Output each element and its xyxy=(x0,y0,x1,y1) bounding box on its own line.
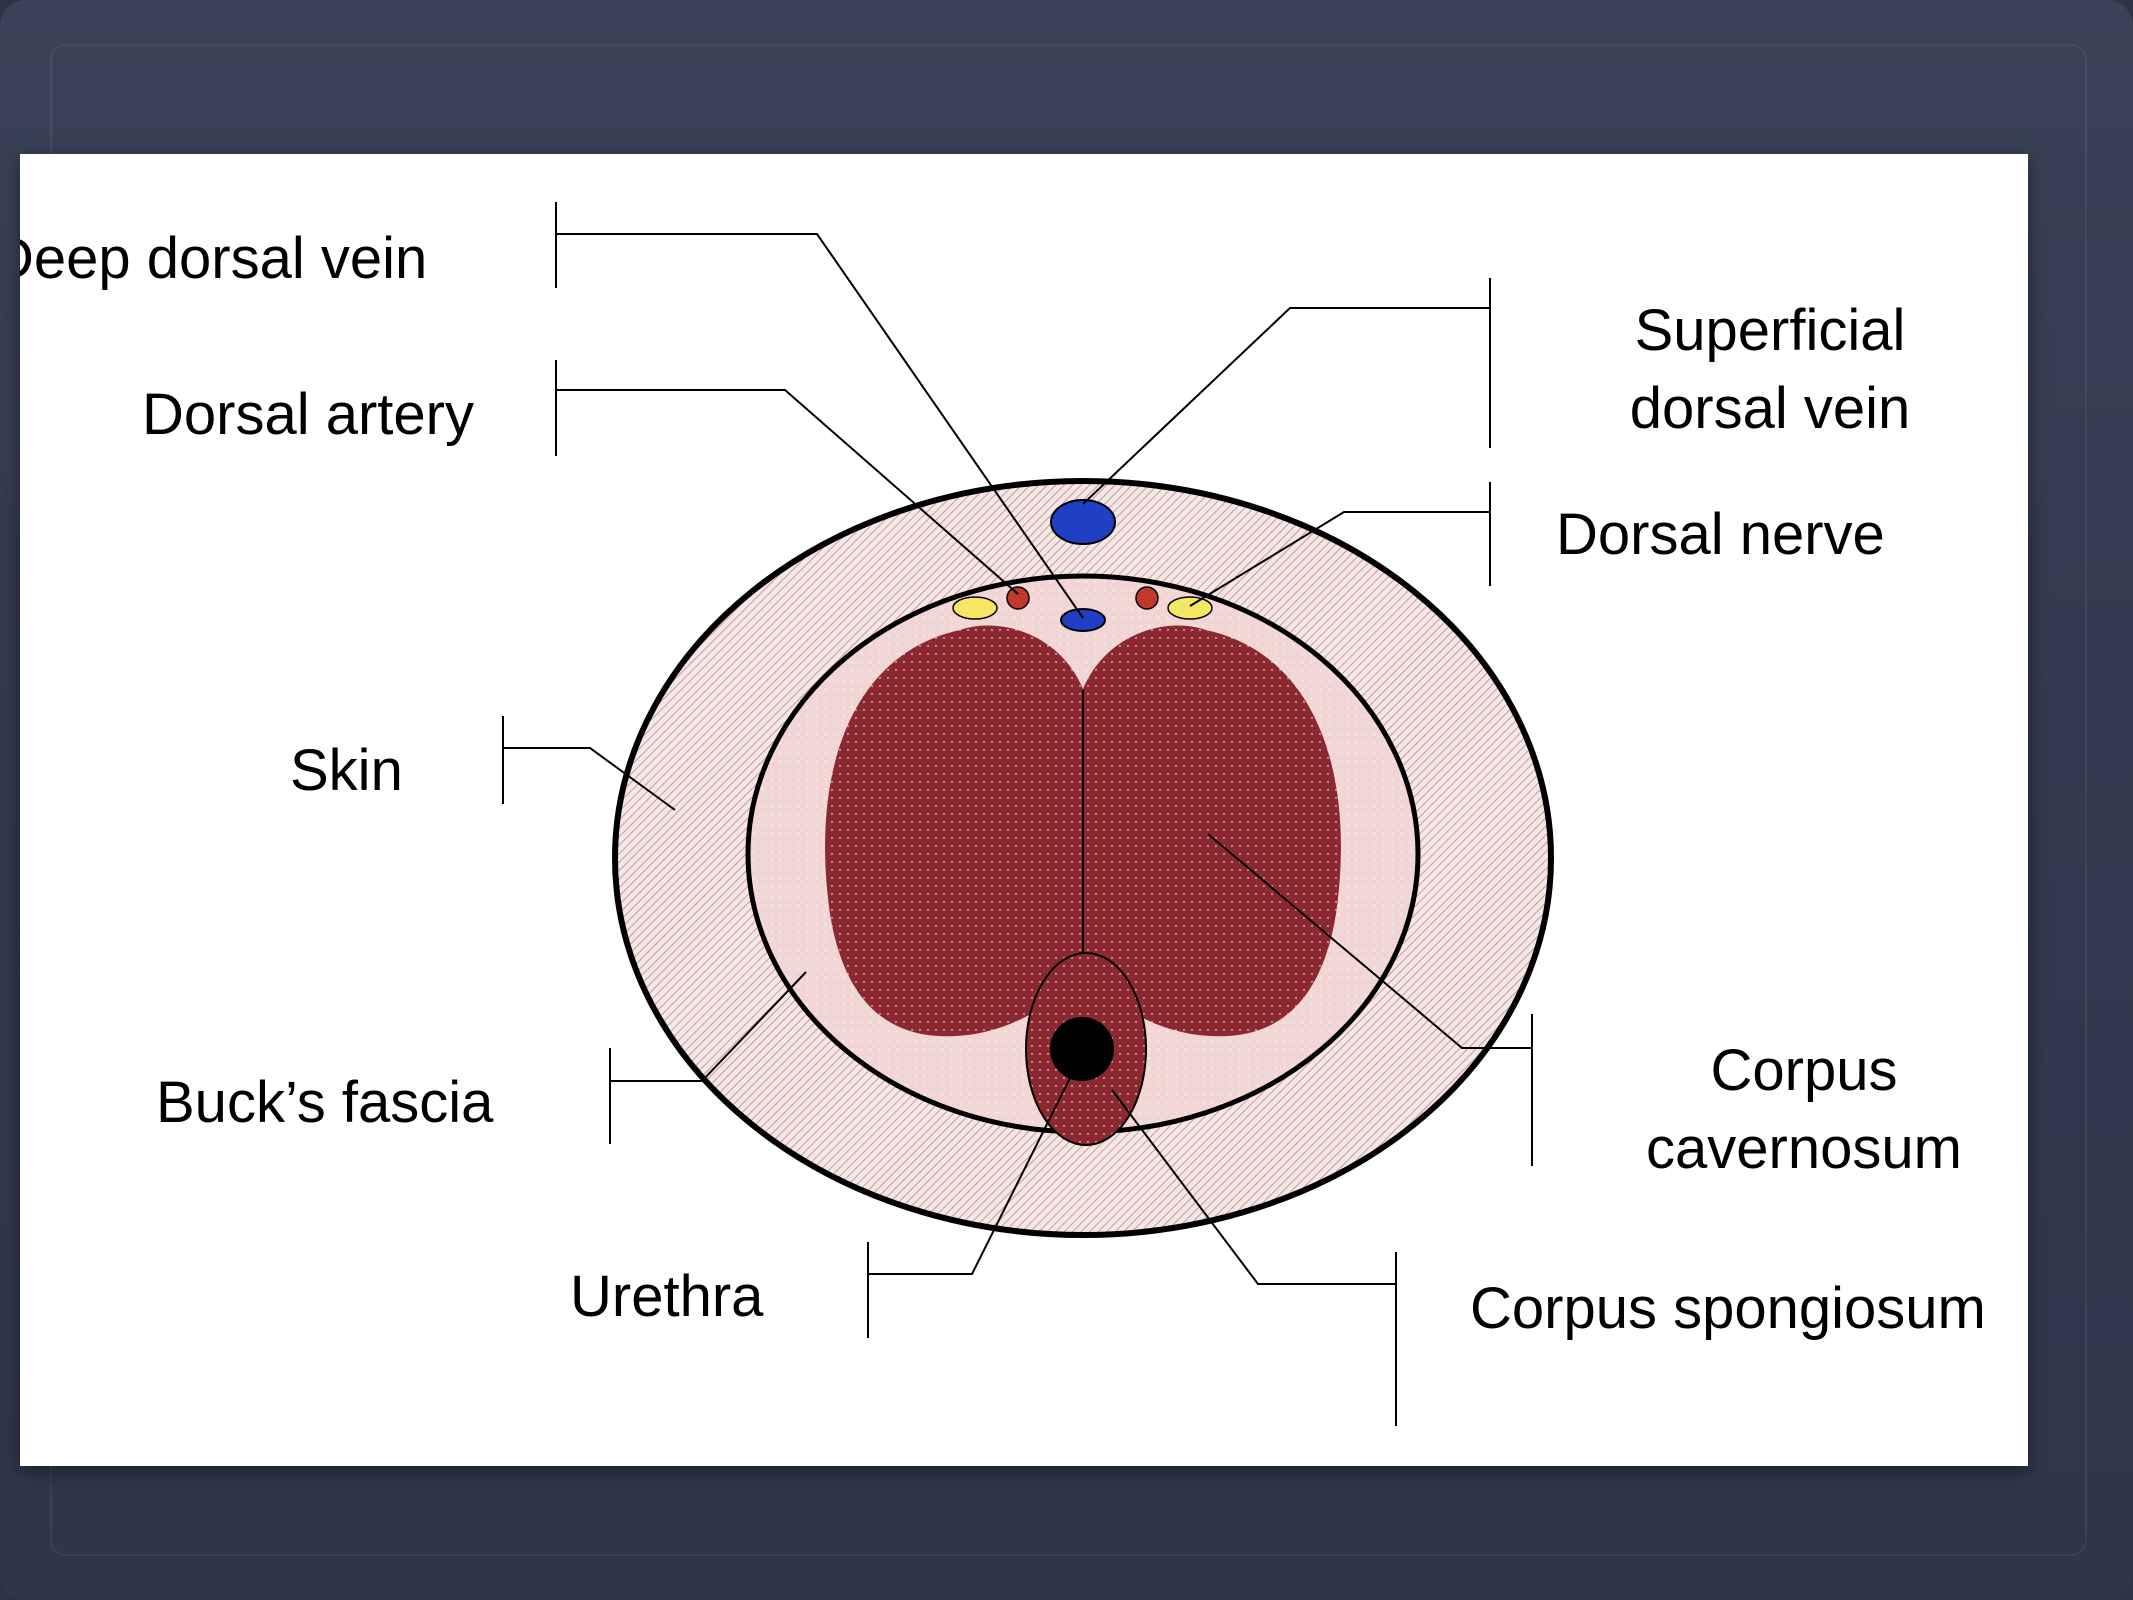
label-dorsal-nerve: Dorsal nerve xyxy=(1556,502,1885,567)
label-corpus-spongiosum: Corpus spongiosum xyxy=(1470,1276,1986,1341)
label-bucks-fascia: Buck’s fascia xyxy=(156,1070,494,1135)
label-urethra: Urethra xyxy=(570,1264,764,1329)
leader-lines xyxy=(502,202,1533,1426)
urethra-lumen xyxy=(1050,1017,1114,1081)
label-corpus-cavernosum-line2: cavernosum xyxy=(1646,1116,1962,1181)
penis-cross-section-diagram: Deep dorsal vein Dorsal artery Superfici… xyxy=(20,202,1986,1426)
labels: Deep dorsal vein Dorsal artery Superfici… xyxy=(20,226,1986,1341)
label-dorsal-artery: Dorsal artery xyxy=(142,382,474,447)
dorsal-artery-right-shape xyxy=(1135,586,1159,610)
dorsal-nerve-right-shape xyxy=(1167,596,1213,620)
label-corpus-cavernosum-line1: Corpus xyxy=(1711,1038,1898,1103)
superficial-dorsal-vein-shape xyxy=(1050,499,1116,545)
label-deep-dorsal-vein: Deep dorsal vein xyxy=(20,226,427,291)
anatomy-drawing xyxy=(612,478,1554,1238)
dorsal-nerve-left-shape xyxy=(952,596,998,620)
slide: Deep dorsal vein Dorsal artery Superfici… xyxy=(20,154,2028,1466)
label-superficial-dorsal-vein-line2: dorsal vein xyxy=(1630,376,1910,441)
dorsal-artery-left-shape xyxy=(1006,586,1030,610)
label-skin: Skin xyxy=(290,738,403,803)
deep-dorsal-vein-shape xyxy=(1060,608,1106,632)
label-superficial-dorsal-vein-line1: Superficial xyxy=(1635,298,1906,363)
